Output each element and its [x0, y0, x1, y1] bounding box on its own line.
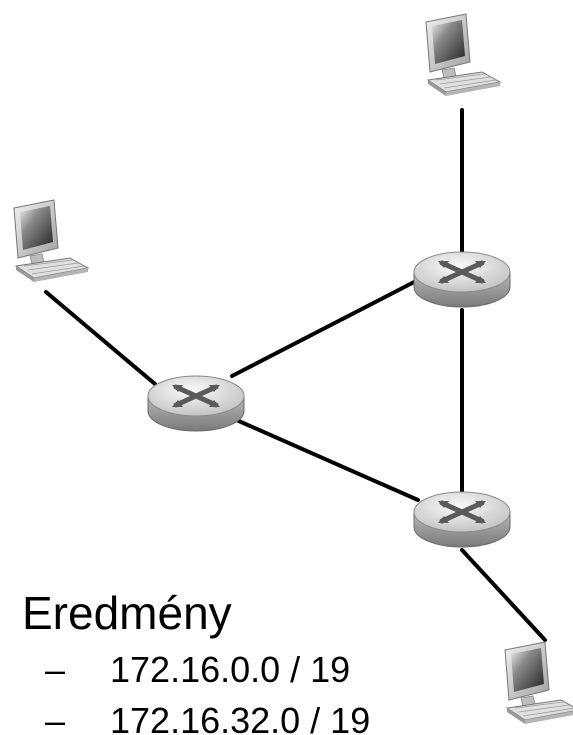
- list-item: 172.16.32.0 / 19: [110, 700, 371, 735]
- link-left-top-router: [230, 278, 420, 378]
- computer-left: [13, 199, 89, 283]
- link-left-bottom-router: [230, 416, 420, 502]
- link-bottom-router-computer: [460, 548, 547, 642]
- result-heading: Eredmény: [22, 587, 232, 639]
- router-top: [414, 252, 510, 307]
- list-item: 172.16.0.0 / 19: [110, 649, 351, 690]
- computer-top: [425, 13, 501, 97]
- list-bullet: –: [45, 649, 66, 690]
- computer-bottom-right: [504, 641, 573, 725]
- link-left-computer-router: [44, 290, 157, 386]
- router-left: [148, 376, 244, 431]
- router-bottom: [414, 492, 510, 547]
- list-bullet: –: [45, 700, 66, 735]
